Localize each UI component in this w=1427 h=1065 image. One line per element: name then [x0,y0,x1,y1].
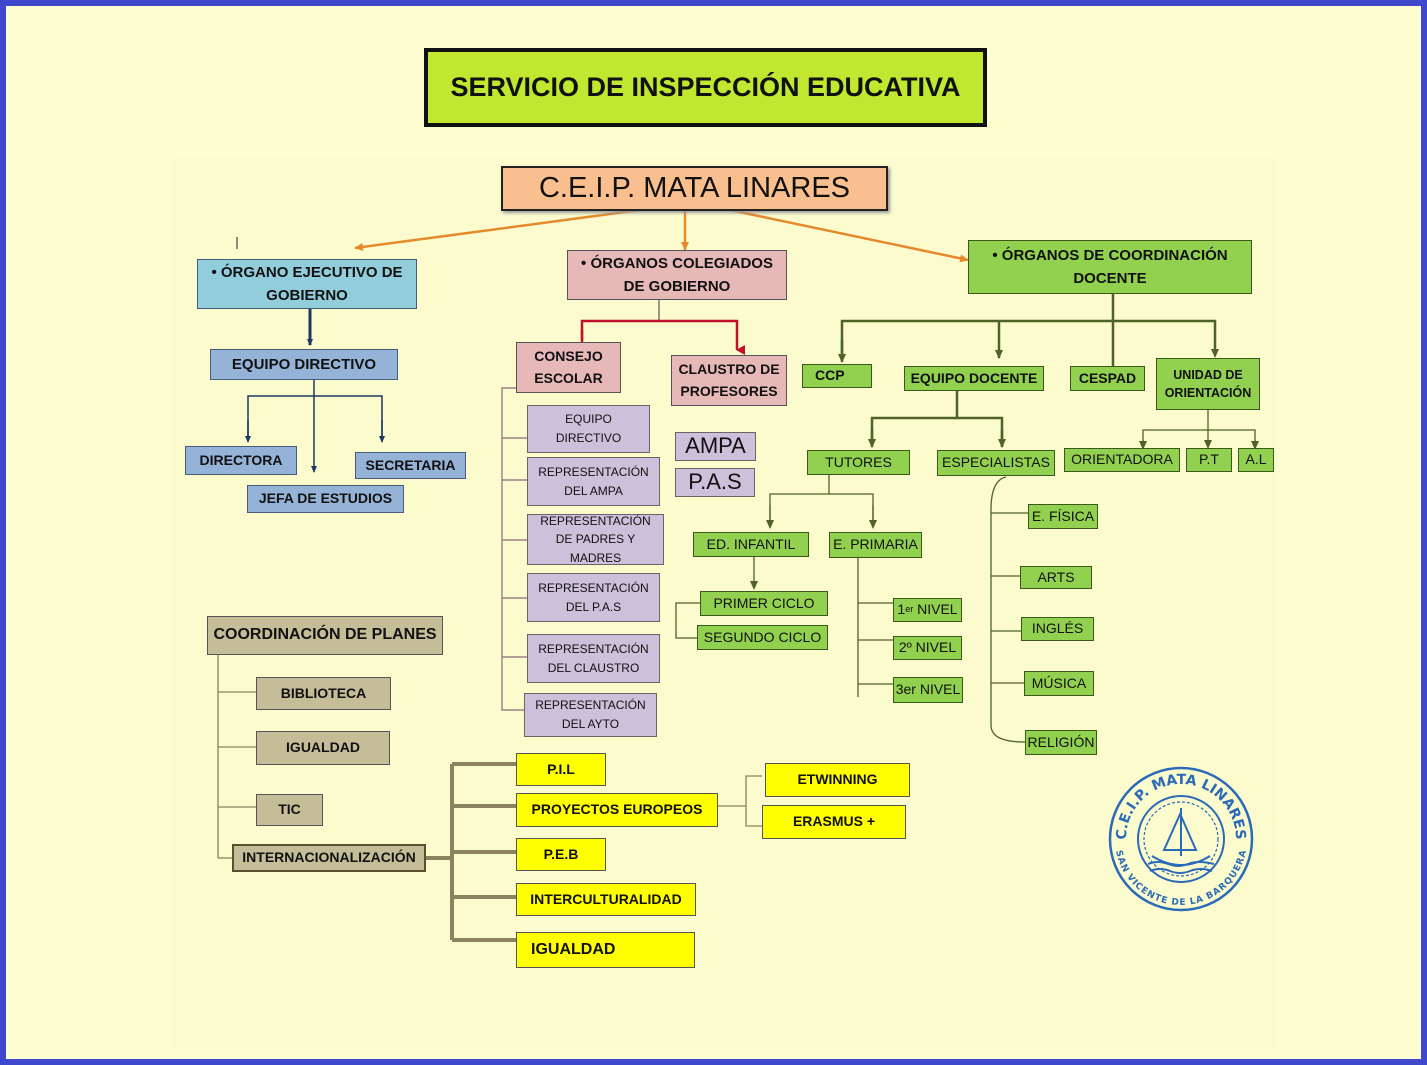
nivel-2-box: 2º NIVEL [893,636,962,660]
ccp-box: CCP [802,364,872,388]
nivel-1-superscript: er [905,604,914,615]
primer-ciclo-box: PRIMER CICLO [700,591,828,616]
consejo-item-ayto: REPRESENTACIÓN DEL AYTO [524,693,657,737]
e-primaria-box: E. PRIMARIA [829,532,922,558]
consejo-item-padres: REPRESENTACIÓN DE PADRES Y MADRES [527,514,664,565]
consejo-item-claustro: REPRESENTACIÓN DEL CLAUSTRO [527,634,660,683]
nivel-1-number: 1 [897,601,906,618]
interculturalidad-box: INTERCULTURALIDAD [516,883,696,916]
organos-coordinacion-box: • ÓRGANOS DE COORDINACIÓN DOCENTE [968,240,1252,294]
page-title: SERVICIO DE INSPECCIÓN EDUCATIVA [424,48,987,127]
especialidad-arts-box: ARTS [1020,566,1092,589]
unidad-orientacion-box: UNIDAD DE ORIENTACIÓN [1156,358,1260,410]
pas-box: P.A.S [675,468,755,497]
directora-box: DIRECTORA [185,446,297,475]
plan-tic-box: TIC [256,794,323,826]
pt-box: P.T [1186,448,1232,472]
consejo-item-ampa: REPRESENTACIÓN DEL AMPA [527,457,660,506]
peb-box: P.E.B [516,838,606,871]
ampa-box: AMPA [675,432,756,461]
erasmus-box: ERASMUS + [762,805,906,839]
consejo-item-equipo-directivo: EQUIPO DIRECTIVO [527,405,650,453]
al-box: A.L [1238,448,1274,472]
especialidad-efisica-box: E. FÍSICA [1028,504,1098,529]
ed-infantil-box: ED. INFANTIL [693,532,809,557]
etwinning-box: ETWINNING [765,763,910,797]
school-seal-icon: C.E.I.P. MATA LINARES SAN VICENTE DE LA … [1108,766,1254,912]
organos-colegiados-box: • ÓRGANOS COLEGIADOS DE GOBIERNO [567,250,787,300]
orientadora-box: ORIENTADORA [1064,448,1180,472]
especialistas-box: ESPECIALISTAS [937,450,1055,476]
especialidad-ingles-box: INGLÉS [1021,617,1094,641]
consejo-escolar-box: CONSEJO ESCOLAR [516,342,621,393]
equipo-directivo-box: EQUIPO DIRECTIVO [210,349,398,380]
proyectos-europeos-box: PROYECTOS EUROPEOS [516,793,718,827]
organo-ejecutivo-box: • ÓRGANO EJECUTIVO DE GOBIERNO [197,259,417,309]
tutores-box: TUTORES [807,450,910,475]
jefa-estudios-box: JEFA DE ESTUDIOS [247,485,404,513]
coordinacion-planes-box: COORDINACIÓN DE PLANES [207,616,443,655]
nivel-3-box: 3er NIVEL [893,677,963,703]
plan-igualdad-box: IGUALDAD [256,731,390,765]
plan-internacionalizacion-box: INTERNACIONALIZACIÓN [232,844,426,872]
secretaria-box: SECRETARIA [355,452,466,479]
plan-biblioteca-box: BIBLIOTECA [256,677,391,710]
seal-bottom-text: SAN VICENTE DE LA BARQUERA [1113,849,1249,908]
equipo-docente-box: EQUIPO DOCENTE [904,366,1044,391]
especialidad-religion-box: RELIGIÓN [1025,730,1097,755]
svg-text:SAN VICENTE DE LA BARQUERA: SAN VICENTE DE LA BARQUERA [1113,849,1249,908]
especialidad-musica-box: MÚSICA [1024,671,1094,696]
segundo-ciclo-box: SEGUNDO CICLO [697,625,828,650]
pil-box: P.I.L [516,753,606,786]
igualdad-intl-box: IGUALDAD [516,932,695,968]
consejo-item-pas: REPRESENTACIÓN DEL P.A.S [527,573,660,622]
nivel-1-label: NIVEL [913,601,958,618]
school-box: C.E.I.P. MATA LINARES [501,166,888,211]
claustro-box: CLAUSTRO DE PROFESORES [671,355,787,406]
cespad-box: CESPAD [1070,366,1145,391]
